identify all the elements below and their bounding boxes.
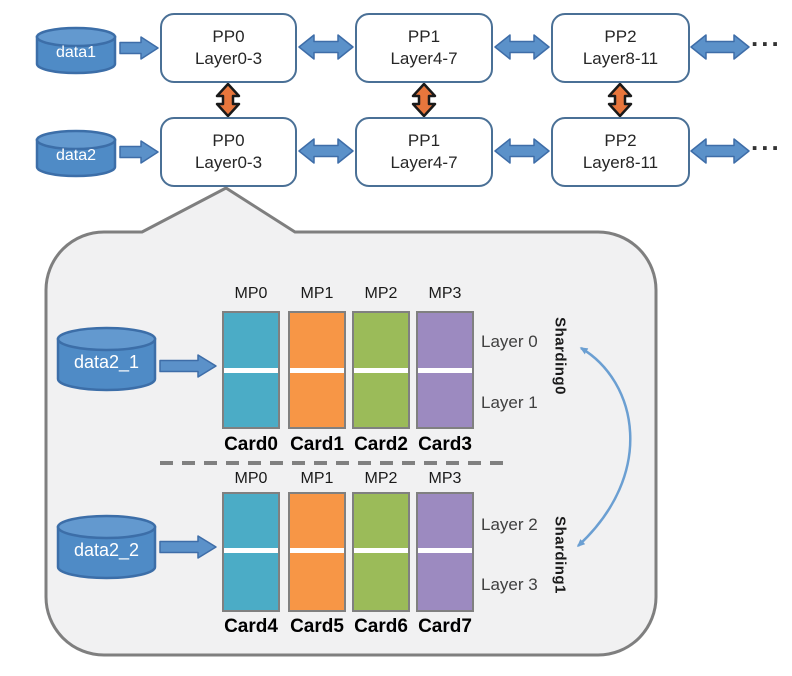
mp-label: MP1 [300,470,334,487]
data1-label: data1 [55,44,97,61]
card-label: Card7 [418,616,472,637]
layer-label: Layer 2 [481,515,538,534]
pipeline-link-arrow [690,138,750,164]
pp-stage-title: PP0 [212,26,245,46]
data2-input-arrow [119,140,159,164]
card-label: Card0 [224,434,278,455]
pp-stage-layers: Layer8-11 [582,49,659,68]
pp-stage-layers: Layer0-3 [194,49,263,68]
mp-label: MP2 [364,470,398,487]
layer-split-line [354,548,408,553]
layer-label: Layer 0 [481,332,538,351]
pp-stage-layers: Layer8-11 [582,153,659,172]
layer-label: Layer 3 [481,575,538,594]
data2-cylinder [35,129,117,178]
pipeline-link-arrow [690,34,750,60]
mp-column-card6 [352,492,410,612]
pp-stage-box-pp1-row1: PP1 Layer4-7 [355,13,493,83]
data-parallel-sync-arrow [411,82,437,118]
data2_1-cylinder [56,326,157,392]
pp-stage-box-pp0-row1: PP0 Layer0-3 [160,13,297,83]
mp-label: MP1 [300,285,334,302]
data2_1-input-arrow [159,354,217,378]
data2_2-input-arrow [159,535,217,559]
pipeline-link-arrow [494,34,550,60]
mp-column-card5 [288,492,346,612]
pp-stage-layers: Layer4-7 [390,153,458,172]
mp-column-card1 [288,311,346,429]
pp-stage-layers: Layer4-7 [390,49,458,68]
pp-stage-layers: Layer0-3 [194,153,263,172]
layer-split-line [290,548,344,553]
layer-split-line [224,368,278,373]
card-label: Card2 [354,434,408,455]
layer-split-line [354,368,408,373]
card-label: Card4 [224,616,278,637]
mp-label: MP3 [428,285,462,302]
pp-stage-title: PP1 [407,130,441,150]
mp-column-card3 [416,311,474,429]
layer-split-line [418,368,472,373]
sharding1-label: Sharding1 [551,516,569,594]
card-label: Card6 [354,616,408,637]
data1-cylinder [35,26,117,75]
data2_2-label: data2_2 [73,540,140,560]
mp-label: MP0 [234,470,268,487]
pp-stage-title: PP0 [212,130,245,150]
data2-label: data2 [55,147,97,164]
mp-column-card0 [222,311,280,429]
data-parallel-sync-arrow [607,82,633,118]
mp-label: MP0 [234,285,268,302]
pp-stage-title: PP2 [604,130,637,150]
data2_2-cylinder [56,514,157,580]
pp-stage-box-pp0-row2: PP0 Layer0-3 [160,117,297,187]
data-parallel-sync-arrow [215,82,241,118]
data1-input-arrow [119,36,159,60]
pipeline-link-arrow [298,138,354,164]
pp-stage-box-pp1-row2: PP1 Layer4-7 [355,117,493,187]
mp-column-card4 [222,492,280,612]
pp-stage-title: PP1 [407,26,441,46]
layer-split-line [418,548,472,553]
sharding-swap-arrow [576,346,632,548]
data2_1-label: data2_1 [73,352,140,372]
layer-label: Layer 1 [481,393,538,412]
pp-stage-box-pp2-row1: PP2 Layer8-11 [551,13,690,83]
mp-label: MP3 [428,470,462,487]
layer-split-line [290,368,344,373]
mp-column-card2 [352,311,410,429]
pipeline-continues-ellipsis: ... [751,126,782,156]
card-label: Card3 [418,434,472,455]
pp-stage-title: PP2 [604,26,637,46]
mp-column-card7 [416,492,474,612]
card-label: Card1 [290,434,344,455]
layer-split-line [224,548,278,553]
pipeline-link-arrow [298,34,354,60]
pp-stage-box-pp2-row2: PP2 Layer8-11 [551,117,690,187]
mp-label: MP2 [364,285,398,302]
sharding0-label: Sharding0 [551,317,569,395]
card-label: Card5 [290,616,344,637]
pipeline-link-arrow [494,138,550,164]
pipeline-continues-ellipsis: ... [751,22,782,52]
